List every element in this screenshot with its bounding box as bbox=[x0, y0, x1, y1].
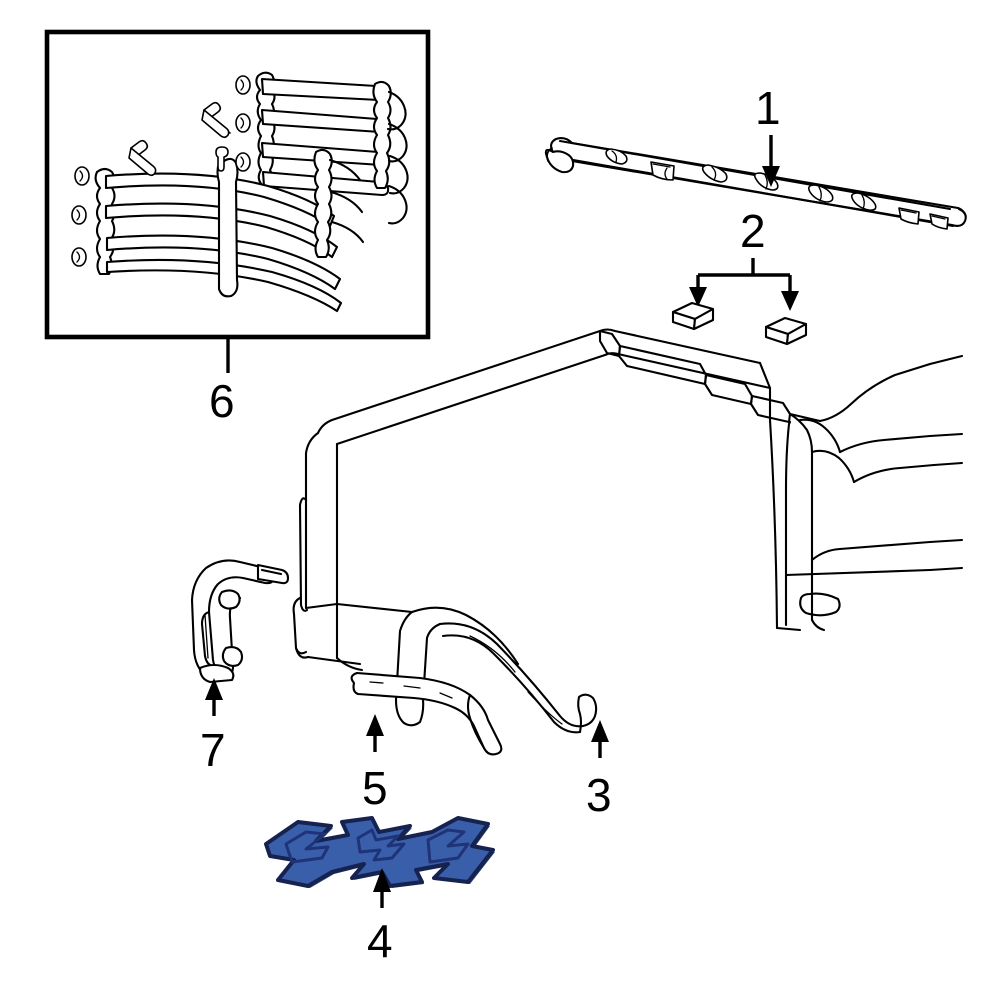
callout-label-2: 2 bbox=[740, 205, 766, 257]
inset-bolt-2 bbox=[128, 139, 157, 177]
inset-bolt-1 bbox=[201, 101, 231, 139]
part-4-4x4-emblem bbox=[264, 816, 495, 888]
detail-inset-group bbox=[44, 29, 431, 373]
callout-4-arrow bbox=[373, 868, 391, 908]
callout-7-arrow bbox=[205, 678, 223, 716]
emblem-inner-left bbox=[284, 830, 330, 864]
callout-label-3: 3 bbox=[586, 769, 612, 821]
part-7-molding-retainer-bracket bbox=[190, 559, 290, 684]
part-2-stake-pocket-plugs bbox=[671, 258, 808, 346]
inset-screw bbox=[215, 146, 229, 172]
callout-label-6: 6 bbox=[209, 375, 235, 427]
inset-divider-front-section bbox=[94, 148, 365, 313]
callout-label-5: 5 bbox=[362, 762, 388, 814]
callout-3-arrow bbox=[591, 720, 609, 758]
vehicle-outline bbox=[292, 328, 964, 734]
callout-5-arrow bbox=[366, 714, 384, 752]
emblem-inner-mid bbox=[356, 828, 406, 862]
part-5-body-side-molding bbox=[350, 671, 503, 756]
callout-label-1: 1 bbox=[755, 82, 781, 134]
callout-label-4: 4 bbox=[367, 915, 393, 967]
part-1-bed-rail-cap bbox=[544, 137, 967, 230]
callout-1-arrow bbox=[762, 135, 780, 187]
inset-washers bbox=[71, 75, 251, 267]
callout-label-7: 7 bbox=[200, 724, 226, 776]
emblem-inner-right bbox=[426, 828, 470, 864]
